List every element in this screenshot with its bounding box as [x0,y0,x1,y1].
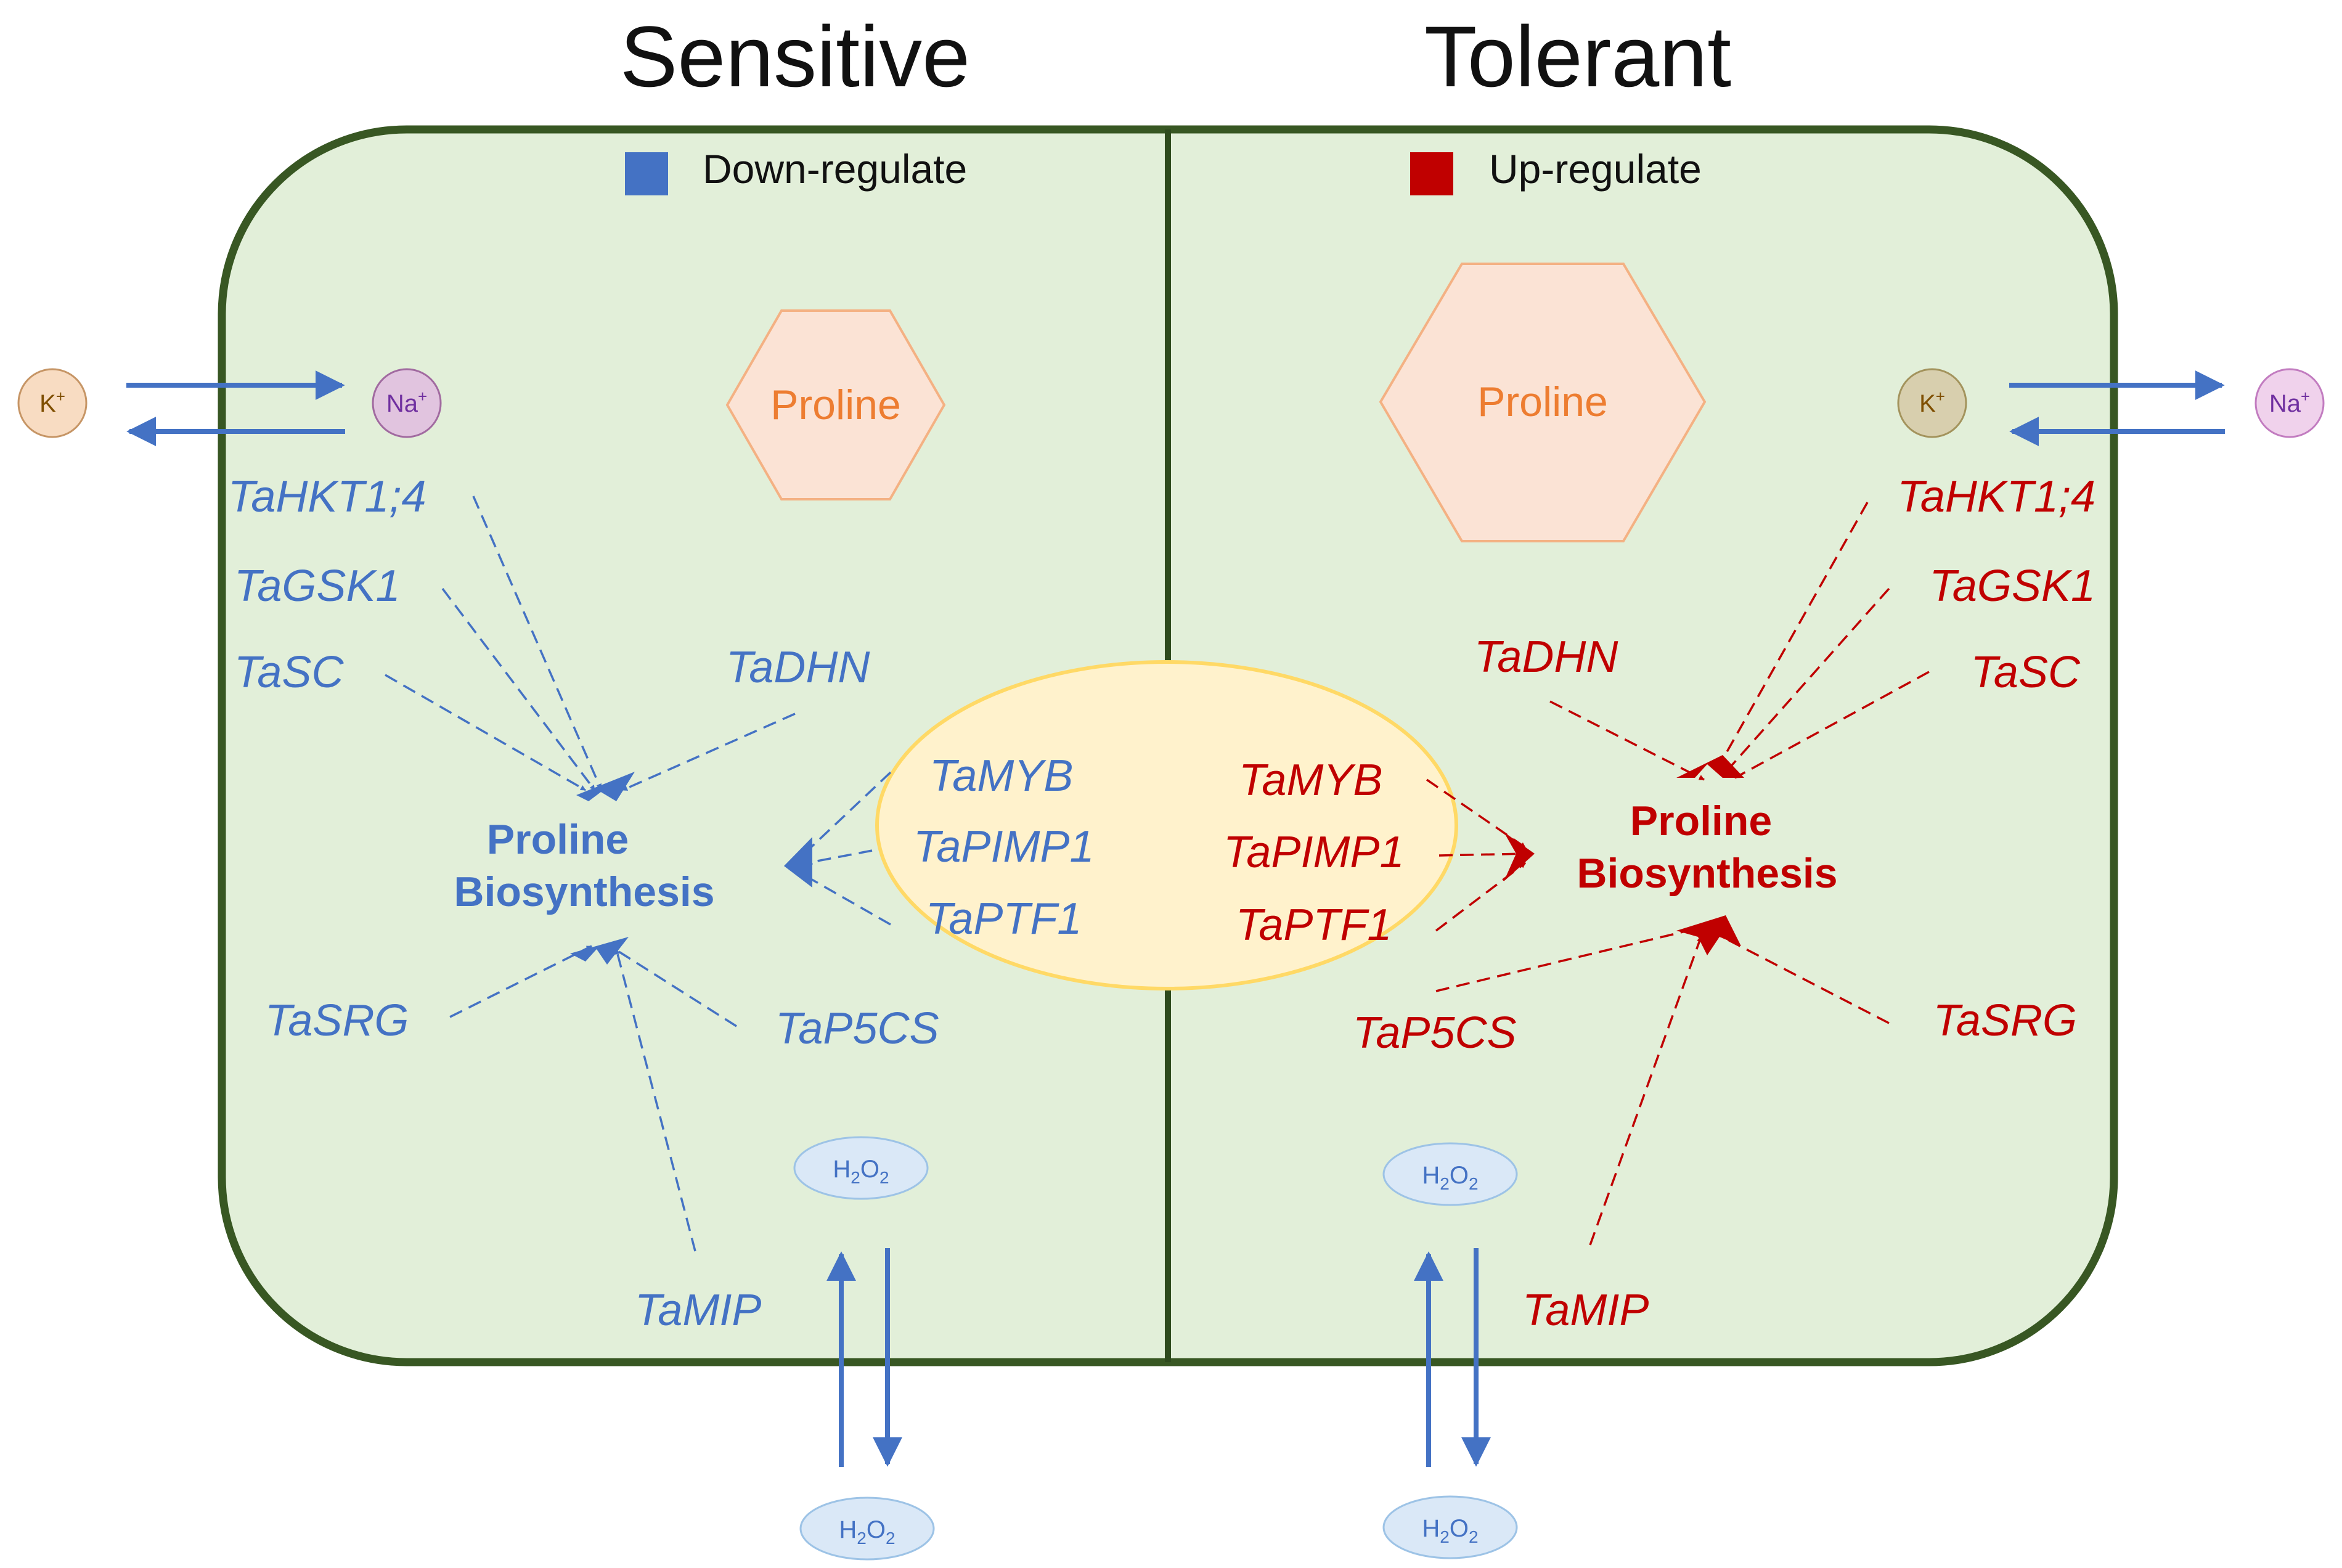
arrowhead-cluster-left-top [576,772,635,801]
gene-left-gsk: TaGSK1 [234,561,401,611]
gene-left-pimp: TaPIMP1 [913,822,1094,872]
arrow-right-srg [1710,929,1890,1024]
gene-right-ptf: TaPTF1 [1236,900,1392,950]
arrow-right-dhn [1549,700,1705,781]
h2o2-inner-left [793,1136,929,1200]
arrow-left-mip [614,949,696,1252]
arrow-right-mip [1589,936,1702,1246]
legend-down-label: Down-regulate [703,146,967,192]
arrow-left-hkt [472,496,602,790]
gene-left-p5cs: TaP5CS [775,1004,939,1053]
h2o2-outer-right [1382,1495,1518,1559]
gene-left-mip: TaMIP [635,1286,761,1335]
gene-right-p5cs: TaP5CS [1353,1008,1517,1058]
arrow-left-srg [449,945,592,1018]
gene-left-dhn: TaDHN [726,643,870,692]
arrowhead-cluster-left-bottom [570,937,629,965]
nucleus [875,660,1458,990]
na-ion-left [372,368,442,438]
gene-right-hkt: TaHKT1;4 [1897,472,2095,521]
gene-right-mip: TaMIP [1522,1286,1649,1335]
gene-right-gsk: TaGSK1 [1929,561,2095,611]
legend-up-swatch [1410,152,1453,195]
arrowhead-cluster-right-bottom [1676,915,1741,955]
arrowhead-cluster-right-top [1676,755,1744,778]
gene-left-hkt: TaHKT1;4 [228,472,426,521]
arrow-left-dhn [622,713,796,791]
h2o2-outer-right-label: H2O2 [1422,1515,1478,1546]
gene-left-myb: TaMYB [929,751,1073,801]
h2o2-inner-left-label: H2O2 [833,1156,889,1187]
proline-hexagon-left [725,309,946,500]
proline-label-left: Proline [770,382,901,428]
arrow-right-sc [1734,671,1930,779]
k-ion-left [17,368,88,438]
arrow-left-sc [385,674,586,791]
k-ion-right [1897,368,1967,438]
arrow-left-gsk [441,587,596,791]
h2o2-outer-left [799,1497,935,1561]
na-ion-left-label: Na+ [386,387,427,417]
gene-right-myb: TaMYB [1239,756,1382,805]
h2o2-inner-right [1382,1142,1518,1206]
h2o2-outer-left-label: H2O2 [839,1516,895,1548]
gene-right-srg: TaSRG [1933,996,2077,1045]
h2o2-inner-right-label: H2O2 [1422,1162,1478,1193]
gene-left-srg: TaSRG [265,996,409,1045]
gene-left-sc: TaSC [234,648,344,697]
proline-label-right: Proline [1477,378,1608,425]
arrow-right-hkt [1715,502,1869,771]
arrow-left-pimp [807,849,873,865]
gene-right-sc: TaSC [1971,648,2081,697]
title-sensitive: Sensitive [620,8,970,105]
arrowhead-cluster-right-mid [1504,832,1535,881]
gene-right-dhn: TaDHN [1474,632,1618,682]
biosynthesis-right-line2: Biosynthesis [1577,850,1837,897]
arrow-right-p5cs [1435,926,1702,992]
arrow-left-ptf [804,874,891,926]
k-ion-right-label: K+ [1919,387,1945,417]
na-ion-right [2254,368,2325,438]
arrow-left-p5cs [610,945,737,1027]
gene-right-pimp: TaPIMP1 [1223,828,1404,877]
biosynthesis-left-line2: Biosynthesis [454,868,714,915]
title-tolerant: Tolerant [1424,8,1731,105]
legend-down-swatch [625,152,668,195]
na-ion-right-label: Na+ [2269,387,2310,417]
k-ion-left-label: K+ [39,387,65,417]
arrow-right-pimp [1438,851,1526,857]
arrowhead-cluster-left-mid [784,837,812,888]
biosynthesis-right-line1: Proline [1630,798,1773,844]
gene-left-ptf: TaPTF1 [926,894,1082,944]
legend-up-label: Up-regulate [1489,146,1702,192]
biosynthesis-left-line1: Proline [487,816,629,863]
proline-hexagon-right [1379,263,1707,542]
